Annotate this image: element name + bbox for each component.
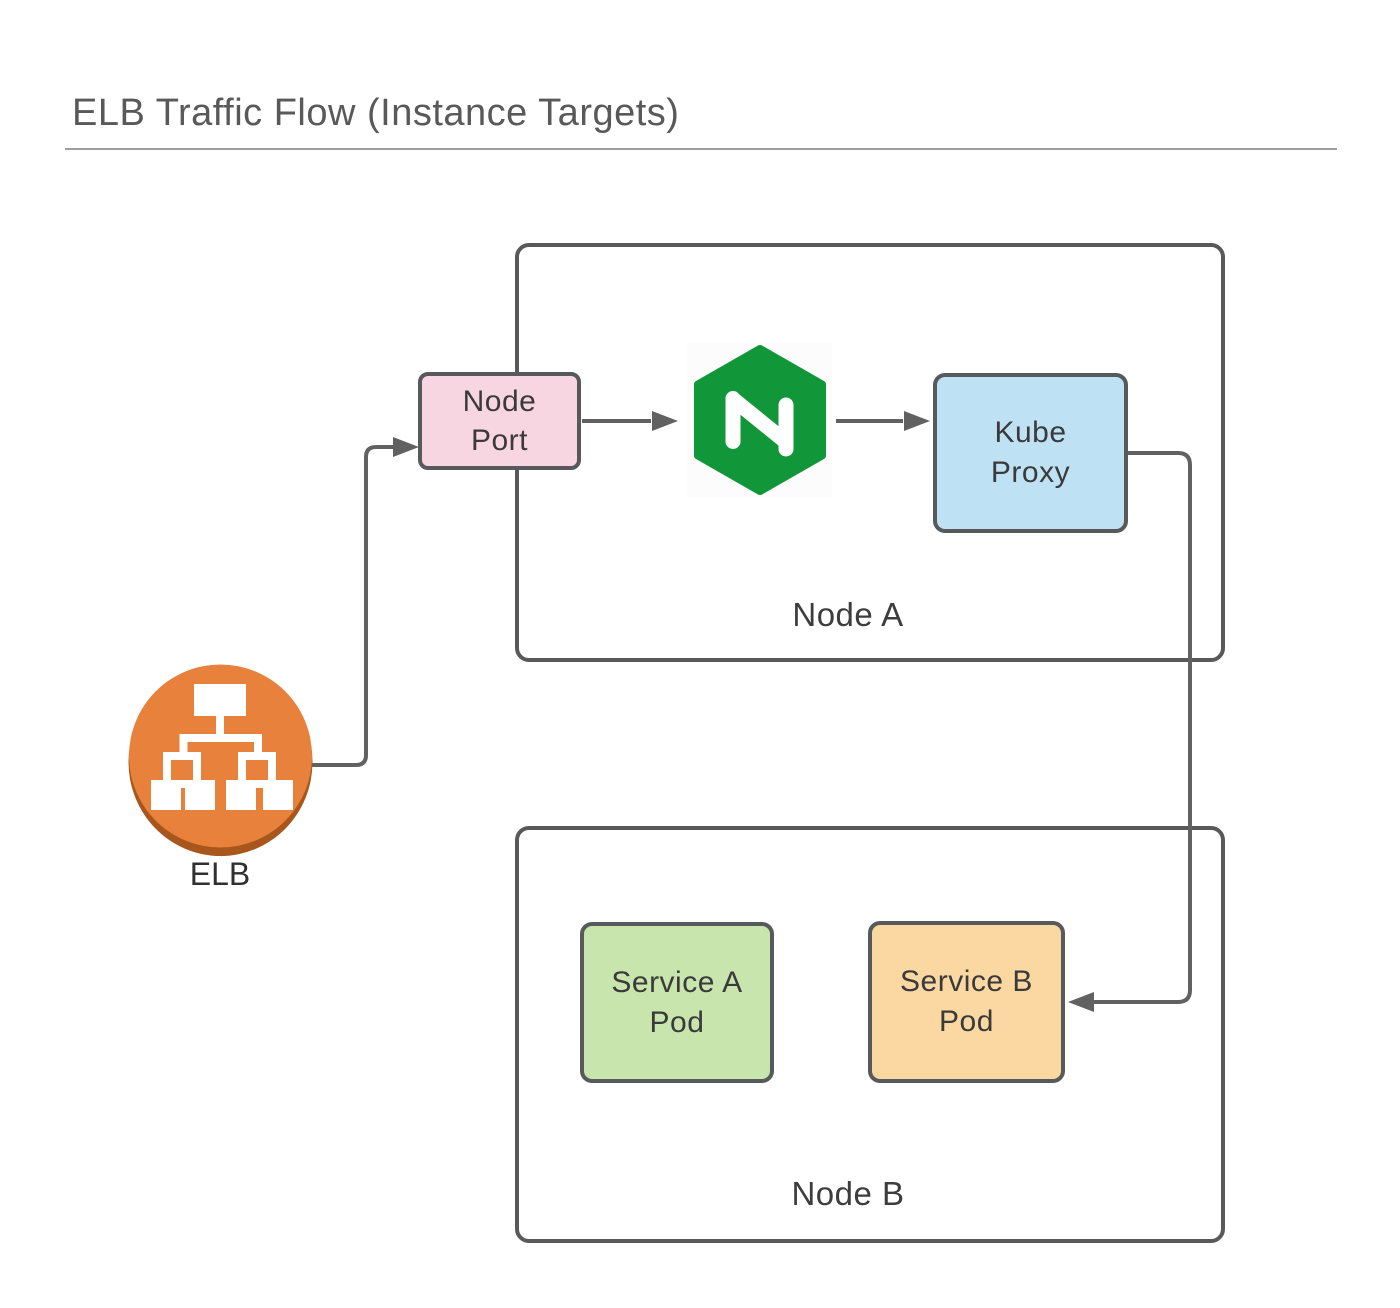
kube-proxy-label-line1: Kube bbox=[994, 416, 1067, 449]
service-a-pod-label-line2: Pod bbox=[649, 1005, 705, 1039]
page-title: ELB Traffic Flow (Instance Targets) bbox=[72, 92, 680, 134]
kube-proxy-label-line2: Proxy bbox=[990, 456, 1071, 489]
arrowhead-into-node-port bbox=[393, 437, 419, 457]
service-b-pod-label-line1: Service B bbox=[900, 965, 1033, 998]
elb-label: ELB bbox=[189, 856, 251, 892]
nginx-logo-icon bbox=[693, 345, 826, 495]
nginx-letter-n bbox=[725, 391, 793, 457]
title-divider bbox=[65, 148, 1337, 150]
elb-tree-lines bbox=[163, 734, 276, 788]
node-port-box: Node Port bbox=[418, 372, 581, 470]
connector-kube-proxy-to-service-b-pod bbox=[1094, 451, 1192, 1004]
elb-load-balancer-icon bbox=[128, 664, 313, 856]
node-b-label: Node B bbox=[791, 1175, 905, 1212]
node-port-label-line2: Port bbox=[470, 424, 529, 457]
arrowhead-into-kube-proxy bbox=[904, 411, 930, 431]
node-a-label: Node A bbox=[792, 596, 904, 633]
arrowhead-into-service-b-pod bbox=[1068, 992, 1094, 1012]
connector-elb-to-node-port bbox=[311, 445, 394, 767]
arrowhead-into-nginx bbox=[652, 411, 678, 431]
elb-tree-leaves bbox=[151, 780, 293, 810]
service-b-pod-box: Service B Pod bbox=[868, 921, 1065, 1083]
elb-tree-glyph bbox=[194, 684, 246, 736]
service-a-pod-box: Service A Pod bbox=[580, 922, 774, 1083]
kube-proxy-box: Kube Proxy bbox=[933, 373, 1128, 533]
service-b-pod-label-line2: Pod bbox=[939, 1005, 994, 1038]
node-port-label-line1: Node bbox=[462, 385, 537, 418]
nginx-logo-tile bbox=[687, 343, 832, 497]
service-a-pod-label-line1: Service A bbox=[611, 965, 743, 999]
